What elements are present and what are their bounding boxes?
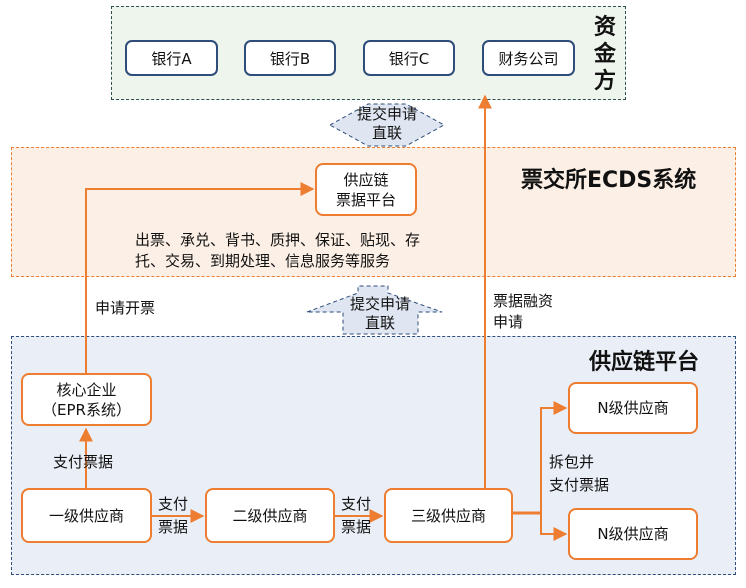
financing-label-line2: 申请	[493, 313, 524, 331]
core-line2: （EPR系统）	[42, 400, 131, 419]
direct-mid-line1: 提交申请	[349, 295, 410, 313]
pay-23-label-line1: 支付	[341, 495, 372, 513]
tier2-supplier-node: 二级供应商	[205, 488, 335, 543]
scf-bill-platform-node: 供应链 票据平台	[315, 163, 417, 216]
pay-core-label: 支付票据	[53, 453, 114, 471]
tierN-supplier-node-a: N级供应商	[568, 382, 698, 434]
scf-title: 供应链平台	[589, 350, 700, 375]
bank-a-node: 银行A	[125, 40, 218, 76]
tier3-supplier-node: 三级供应商	[384, 488, 513, 543]
services-line1: 出票、承兑、背书、质押、保证、贴现、存	[135, 231, 421, 249]
bank-b-node: 银行B	[244, 40, 336, 76]
services-line2: 托、交易、到期处理、信息服务等服务	[135, 252, 391, 270]
direct-mid-line2: 直联	[364, 314, 395, 332]
direct-top-text: 提交申请 直联	[347, 105, 427, 143]
platform-line1: 供应链	[343, 170, 389, 189]
split-label-line1: 拆包并	[549, 453, 595, 471]
apply-issue-label: 申请开票	[95, 299, 156, 317]
pay-12-label-line2: 票据	[158, 518, 189, 536]
direct-top-line2: 直联	[371, 124, 402, 142]
pay-23-label-line2: 票据	[341, 518, 372, 536]
direct-top-line1: 提交申请	[356, 105, 417, 123]
funders-title: 资金方	[593, 15, 616, 94]
bank-c-node: 银行C	[363, 40, 455, 76]
tierN-supplier-node-b: N级供应商	[568, 508, 698, 560]
ecds-title: 票交所ECDS系统	[521, 168, 697, 193]
pay-12-label-line1: 支付	[158, 495, 189, 513]
core-enterprise-node: 核心企业 （EPR系统）	[21, 373, 152, 426]
tier1-supplier-node: 一级供应商	[21, 488, 152, 543]
financing-label-line1: 票据融资	[493, 292, 554, 310]
finance-company-node: 财务公司	[482, 40, 575, 76]
direct-mid-text: 提交申请 直联	[340, 295, 420, 333]
split-label-line2: 支付票据	[549, 476, 610, 494]
core-line1: 核心企业	[56, 380, 117, 399]
platform-line2: 票据平台	[335, 190, 396, 209]
